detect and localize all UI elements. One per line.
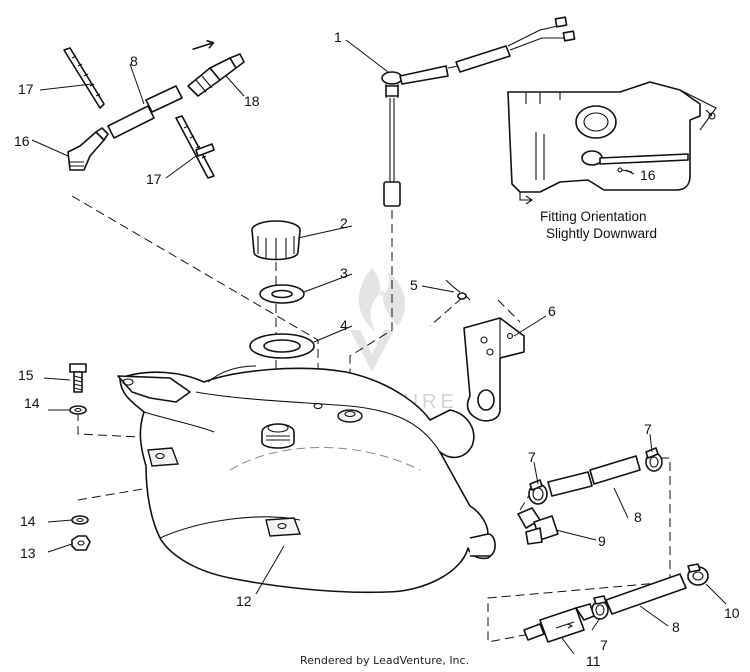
- hose-clamp-single: [687, 563, 709, 586]
- check-valve: [187, 39, 245, 97]
- callout-7-right: 7: [644, 421, 652, 437]
- fuel-hose-upper: [107, 85, 183, 139]
- callout-14-upper: 14: [24, 395, 40, 411]
- elbow-fitting: [67, 127, 109, 171]
- watermark-logo: [358, 268, 406, 332]
- hose-clamp-right: [645, 447, 663, 472]
- tie-strap-lower: [175, 115, 215, 179]
- inset-note-line2: Slightly Downward: [546, 226, 657, 241]
- callout-11: 11: [586, 653, 601, 669]
- callout-17-lower: 17: [146, 171, 162, 187]
- inset-fitting-orientation: [507, 81, 717, 205]
- fuel-hose-middle: [547, 455, 641, 497]
- callout-8-lower: 8: [672, 619, 680, 635]
- callout-16-inset: 16: [640, 167, 656, 183]
- tank-bracket: [463, 317, 525, 422]
- inset-note: Fitting Orientation Slightly Downward: [540, 209, 657, 241]
- callout-7-lower: 7: [600, 637, 608, 653]
- callout-8-middle: 8: [634, 509, 642, 525]
- leader-lines: [31, 39, 727, 655]
- callout-10: 10: [724, 605, 740, 621]
- washer-lower: [71, 515, 89, 525]
- callout-6: 6: [548, 303, 556, 319]
- callout-numbers: 1 2 3 4 5 6 7 7 7 8 8 8 9 10 11 12 13 14…: [14, 29, 740, 669]
- callout-18: 18: [244, 93, 260, 109]
- callout-15: 15: [18, 367, 34, 383]
- fuel-level-sender: [381, 16, 576, 207]
- callout-4: 4: [340, 317, 348, 333]
- cap-gasket: [259, 284, 305, 304]
- washer-upper: [69, 405, 87, 415]
- callout-5: 5: [410, 277, 418, 293]
- mounting-screw: [69, 363, 87, 393]
- callout-3: 3: [340, 265, 348, 281]
- callout-12: 12: [236, 593, 252, 609]
- fuel-tank: [117, 365, 496, 594]
- callout-2: 2: [340, 215, 348, 231]
- neck-gasket: [249, 333, 315, 359]
- vent-clip: [445, 279, 471, 301]
- hex-nut: [71, 535, 91, 551]
- callout-9: 9: [598, 533, 606, 549]
- fuel-hose-lower: [605, 573, 687, 615]
- callout-16: 16: [14, 133, 30, 149]
- watermark-v: [350, 330, 394, 372]
- fuel-filter: [523, 603, 595, 643]
- fuel-cap: [251, 220, 301, 261]
- tie-strap-upper: [63, 47, 105, 109]
- callout-7-left: 7: [528, 449, 536, 465]
- callout-17-upper: 17: [18, 81, 34, 97]
- credit-line: Rendered by LeadVenture, Inc.: [300, 654, 469, 667]
- callout-14-lower: 14: [20, 513, 36, 529]
- outlet-elbow: [517, 507, 559, 545]
- callout-13: 13: [20, 545, 36, 561]
- callout-1: 1: [334, 29, 342, 45]
- callout-8-upper: 8: [130, 53, 138, 69]
- inset-note-line1: Fitting Orientation: [540, 209, 647, 224]
